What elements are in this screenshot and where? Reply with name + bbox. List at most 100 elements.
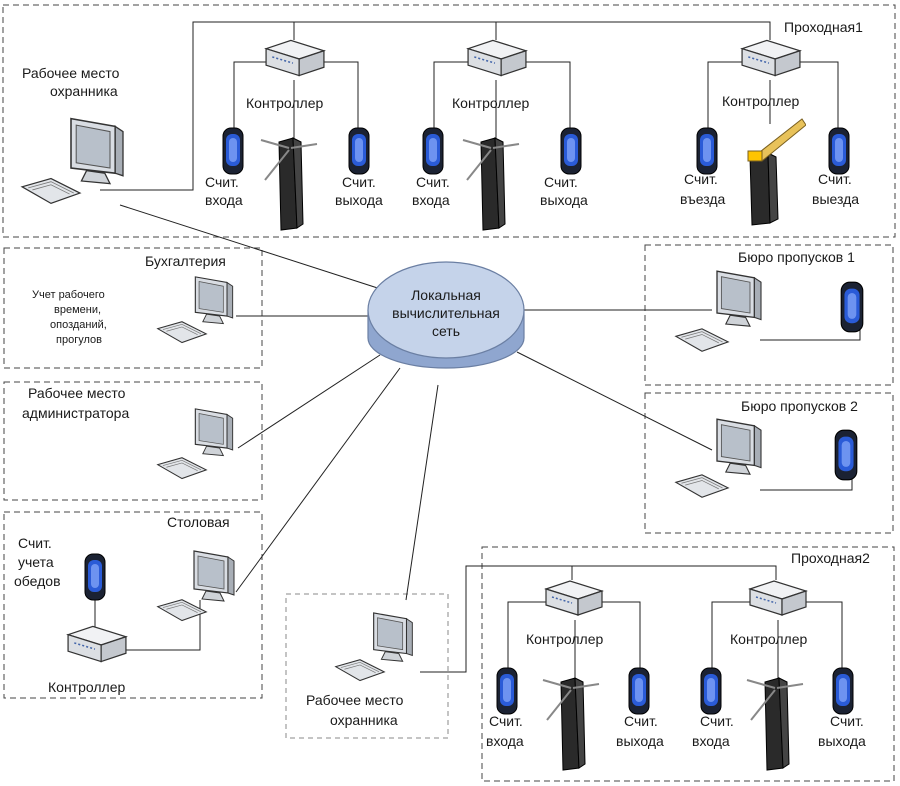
ctrl5-exit-label-1: Счит.	[830, 713, 864, 729]
ctrl2-entry-reader-icon	[422, 127, 444, 175]
accounting-note-4: прогулов	[56, 334, 102, 346]
ctrl4-exit-label-1: Счит.	[624, 713, 658, 729]
pass1-keyboard-icon	[675, 328, 729, 352]
ctrl2-exit-label-1: Счит.	[544, 174, 578, 190]
canteen-reader-label-1: Счит.	[18, 535, 52, 551]
admin-keyboard-icon	[157, 457, 207, 480]
lan-link-pass-office-2	[516, 351, 713, 451]
guard2-keyboard-icon	[335, 659, 385, 682]
admin-monitor-icon	[194, 408, 234, 457]
zone-accounting	[3, 247, 263, 369]
guard1-label-line1: Рабочее место	[22, 65, 120, 81]
ctrl3-drive-out-reader-icon	[828, 127, 850, 175]
ctrl2-turnstile-icon	[461, 136, 521, 232]
ctrl3-drive-out-label-1: Счит.	[818, 171, 852, 187]
canteen-ctrl-pc-link	[126, 600, 201, 651]
accounting-note-1: Учет рабочего	[32, 289, 105, 301]
controller3-label: Контроллер	[722, 93, 799, 109]
ctrl2-entry-label-2: входа	[412, 192, 450, 208]
ctrl2-exit-reader-icon	[560, 127, 582, 175]
guard1-keyboard-icon	[21, 177, 81, 205]
canteen-reader-label-2: учета	[18, 554, 54, 570]
controller4-label: Контроллер	[526, 631, 603, 647]
controller5-icon	[749, 580, 807, 616]
zone-pass-office-2	[644, 392, 894, 534]
canteen-lunch-reader-icon	[84, 553, 106, 601]
accounting-note-3: опозданий,	[50, 319, 107, 331]
accounting-keyboard-icon	[157, 321, 207, 344]
zone-guard2	[285, 593, 449, 739]
ctrl3-drive-in-label-1: Счит.	[684, 171, 718, 187]
guard1-label-line2: охранника	[50, 83, 118, 99]
zone-canteen	[3, 511, 263, 699]
ctrl1-entry-label-1: Счит.	[205, 174, 239, 190]
zone-admin	[3, 381, 263, 501]
ctrl5-entry-label-2: входа	[692, 733, 730, 749]
zone-pass-office-1-title: Бюро пропусков 1	[738, 249, 855, 265]
ctrl3-barrier-icon	[747, 118, 806, 226]
local-network-icon	[367, 261, 525, 369]
lan-link-admin	[237, 354, 381, 449]
zone-pass-office-1	[644, 244, 894, 386]
ctrl4-turnstile-icon	[541, 676, 601, 772]
accounting-monitor-icon	[194, 276, 234, 325]
ctrl5-entry-reader-icon	[700, 667, 722, 715]
admin-label-line1: Рабочее место	[28, 385, 126, 401]
ctrl1-entry-label-2: входа	[205, 192, 243, 208]
ctrl3-drive-in-label-2: въезда	[680, 191, 725, 207]
zone-checkpoint1-title: Проходная1	[784, 19, 863, 35]
pass1-reader-icon	[840, 281, 864, 333]
zone-checkpoint2-title: Проходная2	[791, 550, 870, 566]
admin-label-line2: администратора	[22, 405, 129, 421]
bus-checkpoint1	[100, 21, 771, 191]
network-label-line3: сеть	[432, 323, 460, 339]
pass2-reader-icon	[834, 429, 858, 481]
ctrl4-entry-reader-icon	[496, 667, 518, 715]
ctrl4-entry-label-2: входа	[486, 733, 524, 749]
ctrl4-exit-reader-icon	[628, 667, 650, 715]
canteen-monitor-icon	[193, 550, 235, 602]
ctrl4-exit-label-2: выхода	[616, 733, 664, 749]
ctrl3-drive-out-label-2: выезда	[812, 191, 859, 207]
ctrl5-exit-reader-icon	[832, 667, 854, 715]
pass2-monitor-icon	[716, 418, 762, 475]
ctrl1-exit-reader-icon	[348, 127, 370, 175]
controller1-label: Контроллер	[246, 95, 323, 111]
zone-canteen-title: Столовая	[167, 514, 230, 530]
canteen-controller-label: Контроллер	[48, 679, 125, 695]
guard2-monitor-icon	[373, 612, 413, 662]
zone-accounting-title: Бухгалтерия	[145, 253, 226, 269]
network-label-line2: вычислительная	[392, 305, 500, 321]
ctrl1-exit-label-1: Счит.	[342, 174, 376, 190]
ctrl5-entry-label-1: Счит.	[700, 713, 734, 729]
ctrl1-exit-label-2: выхода	[335, 192, 383, 208]
controller1-icon	[265, 39, 325, 77]
lan-link-guard2	[405, 384, 439, 601]
ctrl2-entry-label-1: Счит.	[416, 174, 450, 190]
pass2-keyboard-icon	[675, 474, 729, 498]
zone-checkpoint1	[2, 4, 896, 238]
ctrl5-exit-label-2: выхода	[818, 733, 866, 749]
ctrl5-turnstile-icon	[745, 676, 805, 772]
canteen-keyboard-icon	[157, 599, 207, 622]
guard2-label-line1: Рабочее место	[306, 692, 404, 708]
ctrl1-entry-reader-icon	[222, 127, 244, 175]
guard1-monitor-icon	[70, 117, 124, 185]
controller5-label: Контроллер	[730, 631, 807, 647]
pass1-monitor-icon	[716, 270, 762, 327]
controller2-label: Контроллер	[452, 95, 529, 111]
controller3-icon	[741, 39, 801, 77]
lan-link-guard1	[119, 204, 391, 293]
lan-link-canteen	[235, 367, 401, 593]
accounting-note-2: времени,	[54, 304, 101, 316]
controller4-icon	[545, 580, 603, 616]
ctrl1-turnstile-icon	[259, 136, 319, 232]
controller2-icon	[467, 39, 527, 77]
network-label-line1: Локальная	[411, 287, 481, 303]
ctrl2-exit-label-2: выхода	[540, 192, 588, 208]
bus-checkpoint2	[420, 565, 777, 673]
zone-checkpoint2	[481, 546, 895, 782]
zone-pass-office-2-title: Бюро пропусков 2	[741, 398, 858, 414]
